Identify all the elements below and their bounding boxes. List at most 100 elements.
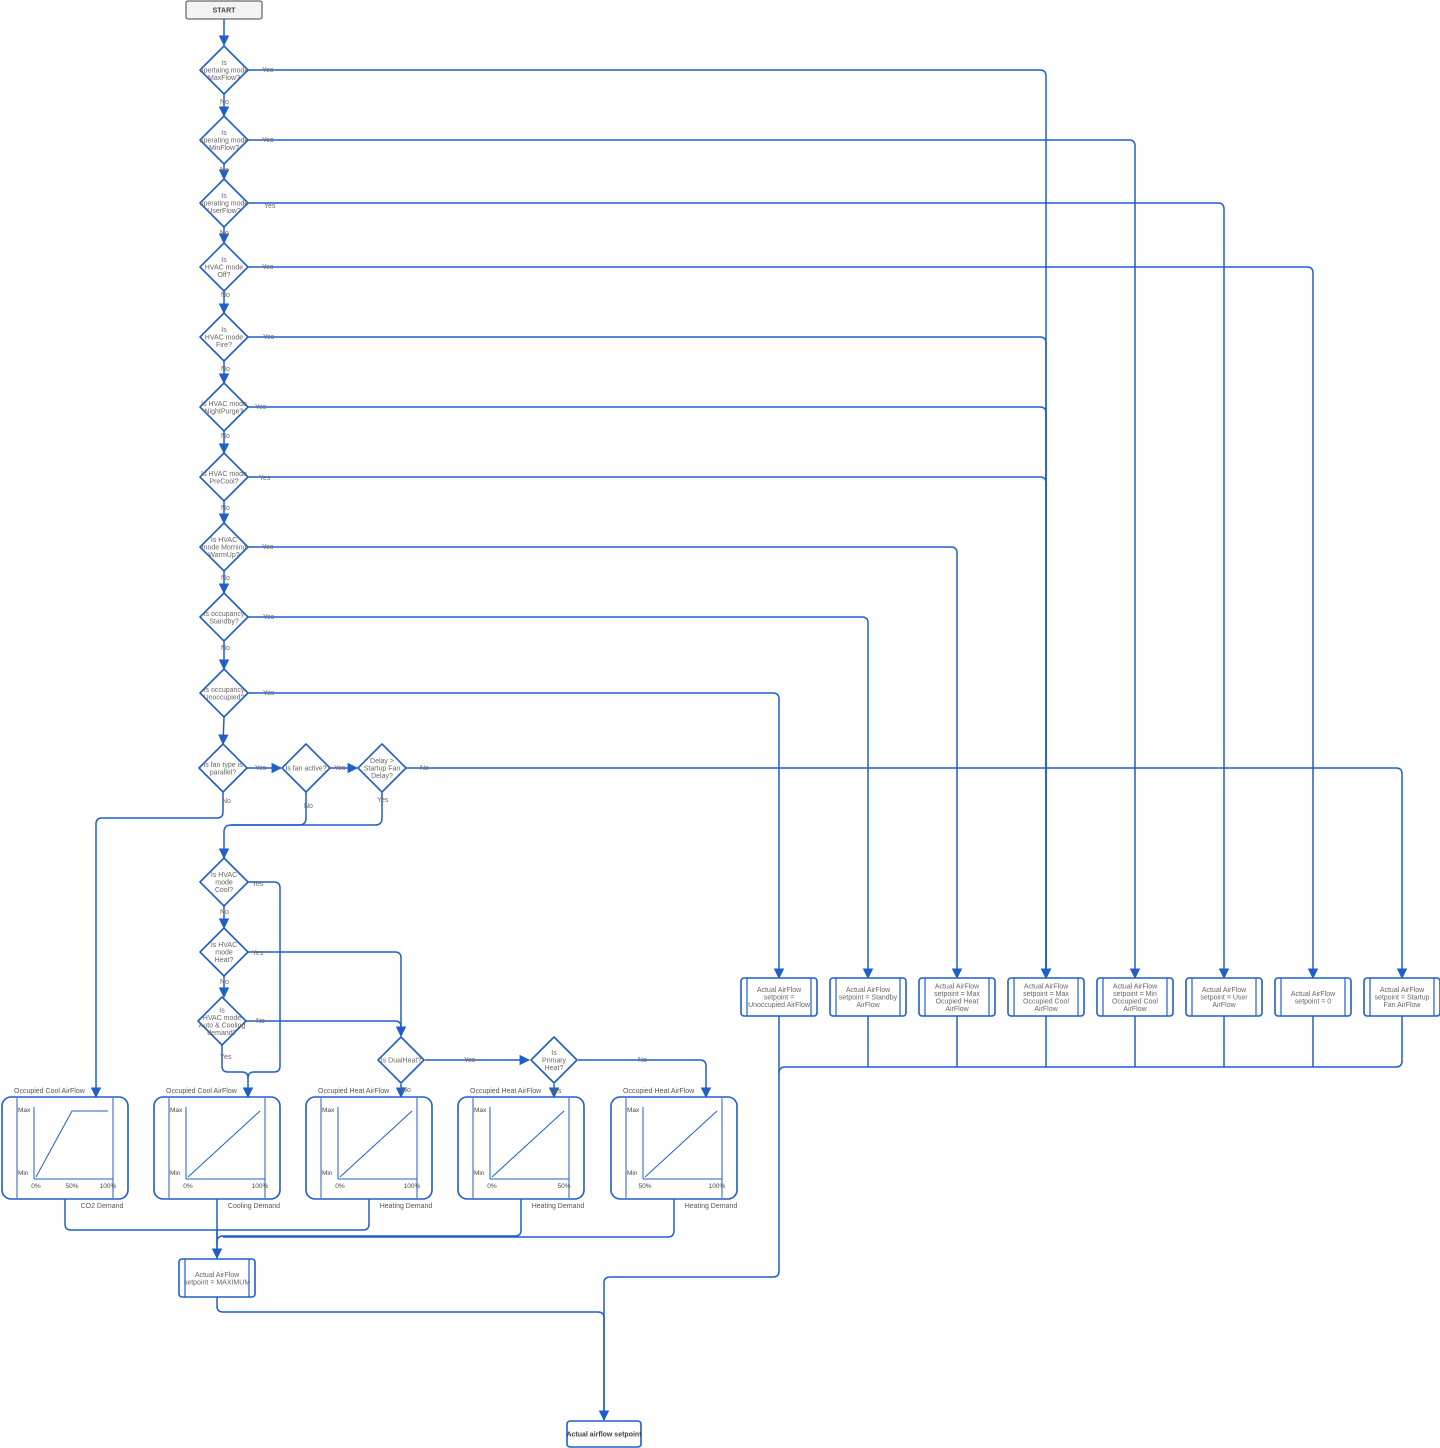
process-label-line: AirFlow [1212, 1002, 1236, 1009]
decision-label-line: mode Morning [202, 545, 247, 552]
decision-label-line: operating mode [200, 201, 249, 208]
start-node: START [185, 0, 263, 20]
heat2-to-max [216, 1199, 522, 1243]
y-min-label: Min [18, 1170, 29, 1177]
process-label-line: Actual AirFlow [1113, 983, 1158, 990]
label-yes-d9: Yes [263, 614, 275, 621]
decision-label-line: NightPurge? [205, 408, 244, 415]
d15-yes [248, 951, 407, 1038]
label-no: No [221, 505, 230, 512]
decision-label-line: Standby? [209, 618, 239, 625]
label-yes-d18: Yes [550, 1088, 562, 1095]
heat1-to-max [217, 1199, 370, 1231]
decision-label: Is DualHeat? [381, 1058, 422, 1065]
y-max-label: Max [627, 1107, 640, 1114]
chart-layer: Occupied Cool AirFlowMaxMin0%50%100%CO2 … [1, 1088, 738, 1210]
decision-diamond [199, 668, 249, 718]
process-label-line: setpoint = 0 [1295, 998, 1331, 1005]
label-yes-d8: Yes [262, 544, 274, 551]
decision-diamond [530, 1036, 578, 1084]
d13-yes [218, 792, 383, 860]
decision-label-line: Is [221, 130, 227, 137]
decision-label-line: Unoccupied? [204, 694, 245, 701]
d11-no-to-co2 [90, 792, 224, 1099]
decision-label-line: Primary [542, 1058, 567, 1065]
process-box [1007, 977, 1085, 1017]
max-to-end [216, 1297, 610, 1422]
bus-to-end [778, 1016, 1403, 1074]
decision-label-line: PreCool? [209, 478, 238, 485]
label-yes-d15: Yes [252, 950, 264, 957]
decision-label-line: Is fan type is [203, 762, 243, 769]
d13-no [406, 767, 1408, 980]
decision-label-line: Is [221, 327, 227, 334]
end-node: Actual airflow setpoint [566, 1420, 642, 1448]
decision-label-line: Heat? [215, 957, 234, 964]
decision-label-line: HVAC mode [205, 265, 243, 272]
y-max-label: Max [322, 1107, 335, 1114]
label-no: No [222, 798, 231, 805]
process-box [1185, 977, 1263, 1017]
decision-diamond [199, 178, 249, 228]
process-box [178, 1258, 256, 1298]
yes-connector-d10 [248, 692, 785, 980]
process-label-line: AirFlow [1034, 1006, 1058, 1013]
p1-to-end [603, 1016, 780, 1420]
decision-label-line: Is [221, 193, 227, 200]
process-label-line: Actual AirFlow [1291, 991, 1336, 998]
process-label-line: AirFlow [945, 1006, 969, 1013]
decision-diamond [199, 857, 249, 907]
decision-label-line: Is HVAC mode [201, 471, 247, 478]
label-no: No [221, 366, 230, 373]
label-yes-d3: Yes [264, 203, 276, 210]
decision-label-line: Is [221, 257, 227, 264]
y-max-label: Max [474, 1107, 487, 1114]
x-tick-label: 100% [100, 1183, 117, 1190]
y-max-label: Max [170, 1107, 183, 1114]
decision-diamond [377, 1036, 425, 1084]
decision-diamond [198, 743, 248, 793]
x-axis-label: Cooling Demand [228, 1203, 280, 1210]
x-tick-label: 50% [557, 1183, 570, 1190]
label-yes-d4: Yes [262, 264, 274, 271]
decision-label-line: Is HVAC [211, 872, 237, 879]
decision-label-line: Is occupancy [204, 687, 245, 694]
label-no: No [220, 909, 229, 916]
decision-label-line: HVAC mode [203, 1015, 241, 1022]
process-label-line: setpoint = Standby [839, 995, 898, 1002]
d18-no [578, 1059, 712, 1099]
decision-label-line: parallel? [210, 769, 237, 776]
decision-label-line: Is occupancy [204, 611, 245, 618]
process-label-line: Actual AirFlow [1380, 987, 1425, 994]
label-yes-d6: Yes [255, 404, 267, 411]
decision-label-line: demand? [207, 1030, 236, 1037]
y-min-label: Min [170, 1170, 181, 1177]
x-tick-label: 0% [487, 1183, 497, 1190]
label-no: No [221, 575, 230, 582]
process-label-line: setpoint = Min [1113, 991, 1157, 998]
decision-label-line: UserFlow? [207, 208, 241, 215]
